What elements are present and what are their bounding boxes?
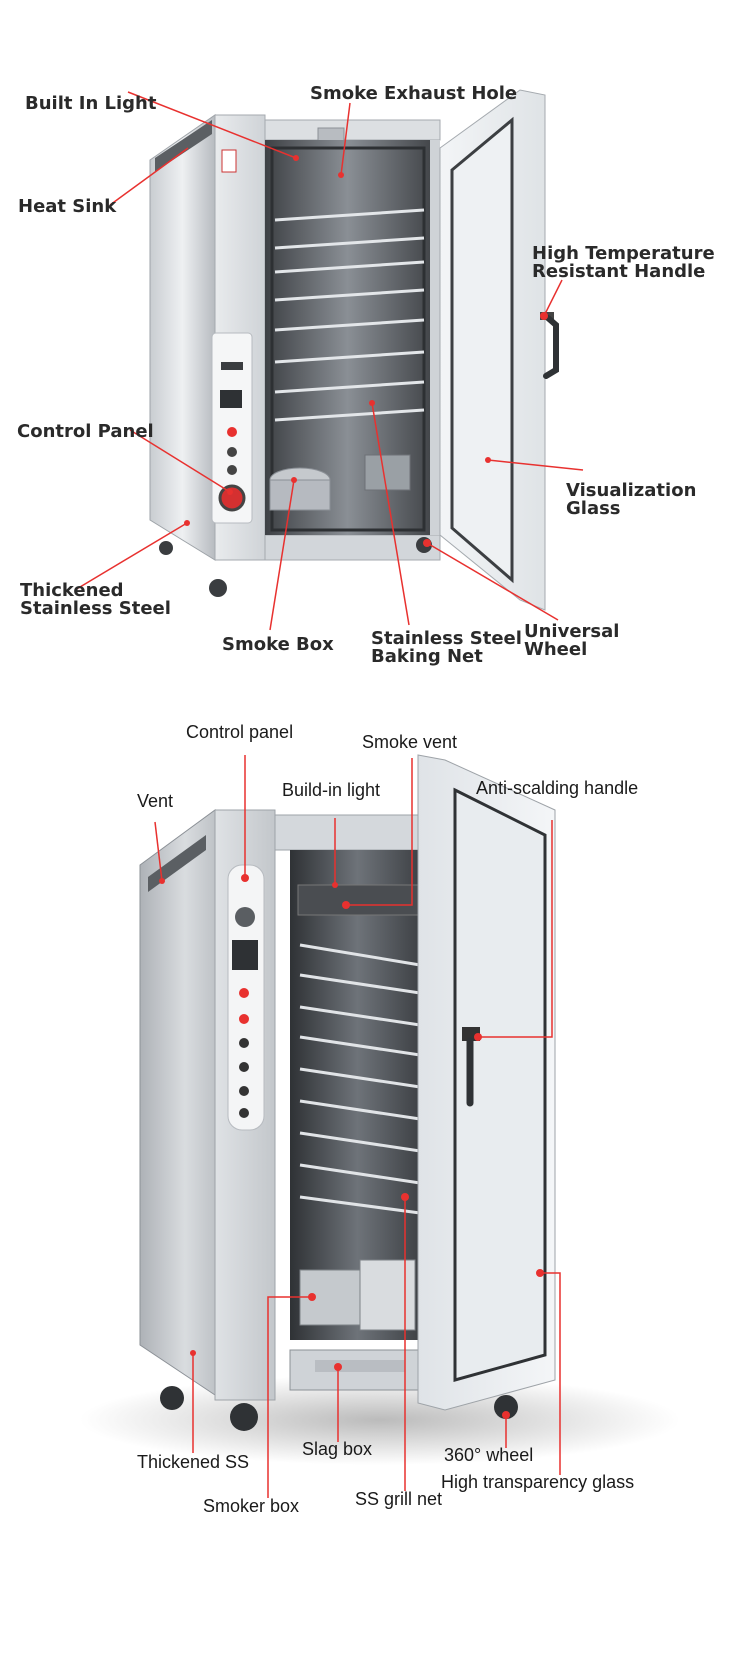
label-360-wheel: 360° wheel	[444, 1445, 534, 1465]
label-smoker-box: Smoker box	[203, 1496, 300, 1516]
label-ss-grill-net: SS grill net	[355, 1489, 443, 1509]
bottom-product-panel: Control panel Smoke vent Vent Build-in l…	[0, 722, 750, 1668]
label-thickened-ss: Thickened SS	[137, 1452, 250, 1472]
smoker-oven-illustration-bottom	[80, 754, 680, 1498]
control-panel-strip	[227, 864, 265, 1131]
label-build-in-light: Build-in light	[282, 780, 381, 800]
label-high-temp-handle-1: High Temperature	[532, 243, 715, 264]
label-control-panel-2: Control panel	[186, 722, 294, 742]
label-thickened-1: Thickened	[20, 580, 124, 601]
label-vent: Vent	[137, 791, 174, 811]
label-visualization-glass-1: Visualization	[566, 480, 697, 501]
top-pointer-dots	[184, 155, 548, 547]
label-smoke-exhaust-hole: Smoke Exhaust Hole	[310, 83, 518, 104]
bottom-leader-lines	[154, 755, 561, 1498]
vent-slots	[148, 835, 206, 892]
smoker-oven-illustration-top	[74, 89, 584, 631]
top-product-panel: Built In Light Smoke Exhaust Hole Heat S…	[0, 0, 750, 735]
label-anti-scalding-handle: Anti-scalding handle	[476, 778, 639, 798]
grill-net-shelves	[299, 943, 421, 1215]
label-universal-wheel-1: Universal	[524, 621, 620, 642]
label-baking-net-1: Stainless Steel	[371, 628, 522, 649]
label-slag-box: Slag box	[302, 1439, 373, 1459]
label-universal-wheel-2: Wheel	[524, 639, 588, 660]
bottom-wheels	[160, 1386, 518, 1431]
label-high-temp-handle-2: Resistant Handle	[532, 261, 706, 282]
label-control-panel: Control Panel	[17, 421, 154, 442]
label-baking-net-2: Baking Net	[371, 646, 483, 667]
top-leader-lines	[74, 91, 584, 631]
label-visualization-glass-2: Glass	[566, 498, 621, 519]
heat-sink-vent	[155, 120, 212, 172]
label-smoke-box: Smoke Box	[222, 634, 334, 655]
label-heat-sink: Heat Sink	[18, 196, 117, 217]
control-panel-shape	[211, 332, 253, 524]
label-high-transparency-glass: High transparency glass	[441, 1472, 635, 1492]
baking-net-shelves	[274, 208, 425, 422]
bottom-pointer-dots	[159, 874, 544, 1419]
smoke-box-shape	[269, 454, 411, 511]
smoker-box-shape	[299, 1259, 416, 1331]
label-smoke-vent: Smoke vent	[362, 732, 458, 752]
label-built-in-light: Built In Light	[25, 93, 157, 114]
label-thickened-2: Stainless Steel	[20, 598, 171, 619]
